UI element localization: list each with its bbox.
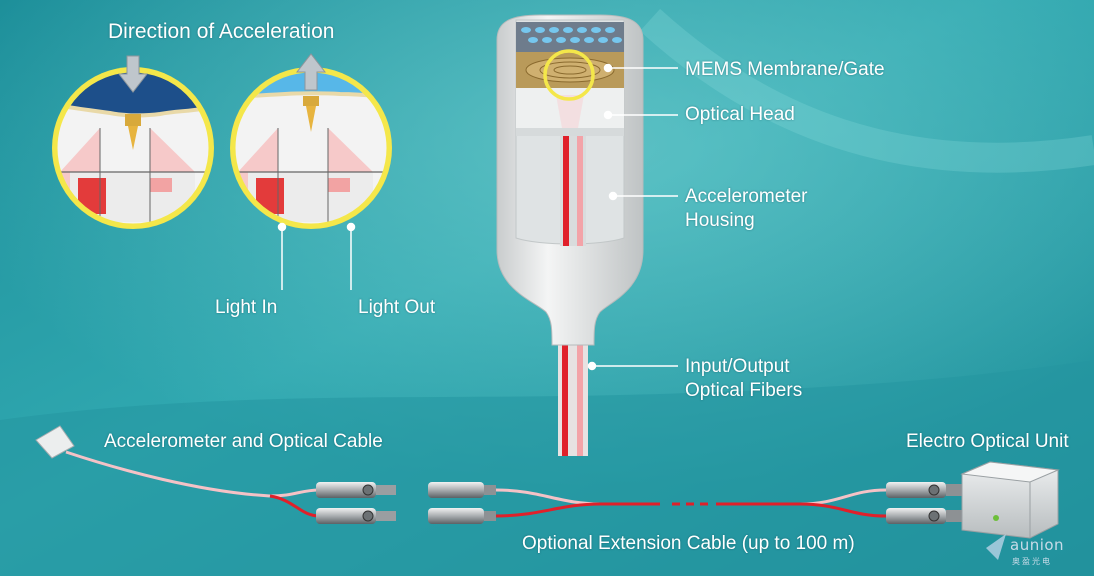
inset-acceleration-up	[230, 67, 392, 229]
accelerometer-housing	[496, 14, 644, 456]
label-fibers-1: Input/Output	[685, 356, 790, 377]
label-mems-membrane-gate: MEMS Membrane/Gate	[685, 59, 885, 80]
arrow-down-icon	[117, 55, 149, 93]
light-leaders	[277, 222, 356, 290]
watermark-sub: 奥盈光电	[1012, 557, 1052, 566]
status-led	[993, 515, 999, 521]
mems-highlight-ring	[543, 49, 595, 101]
label-light-in: Light In	[215, 297, 278, 318]
label-accelerometer-housing-1: Accelerometer	[685, 186, 808, 207]
arrow-up-icon	[295, 53, 327, 91]
label-light-out: Light Out	[358, 297, 436, 318]
label-accelerometer-cable: Accelerometer and Optical Cable	[104, 431, 383, 452]
label-optical-head: Optical Head	[685, 104, 795, 125]
label-fibers-2: Optical Fibers	[685, 380, 803, 401]
housing-leaders	[587, 63, 678, 371]
label-direction-of-acceleration: Direction of Acceleration	[108, 20, 335, 43]
label-electro-optical-unit: Electro Optical Unit	[906, 431, 1069, 452]
label-accelerometer-housing-2: Housing	[685, 210, 755, 231]
aunion-logo-icon	[986, 534, 1006, 560]
top-grid-holes	[521, 27, 622, 43]
label-extension-cable: Optional Extension Cable (up to 100 m)	[522, 533, 855, 554]
right-connectors	[886, 482, 962, 524]
middle-connectors	[428, 482, 496, 524]
top-grid	[516, 22, 624, 52]
background-swoosh-light	[639, 8, 1094, 173]
background-swoosh	[0, 360, 1094, 576]
sensor-probe	[35, 425, 271, 498]
extension-cable	[495, 488, 887, 518]
watermark-brand: aunion	[1010, 536, 1065, 554]
left-connectors	[316, 482, 396, 524]
electro-optical-unit-box	[960, 461, 1060, 539]
